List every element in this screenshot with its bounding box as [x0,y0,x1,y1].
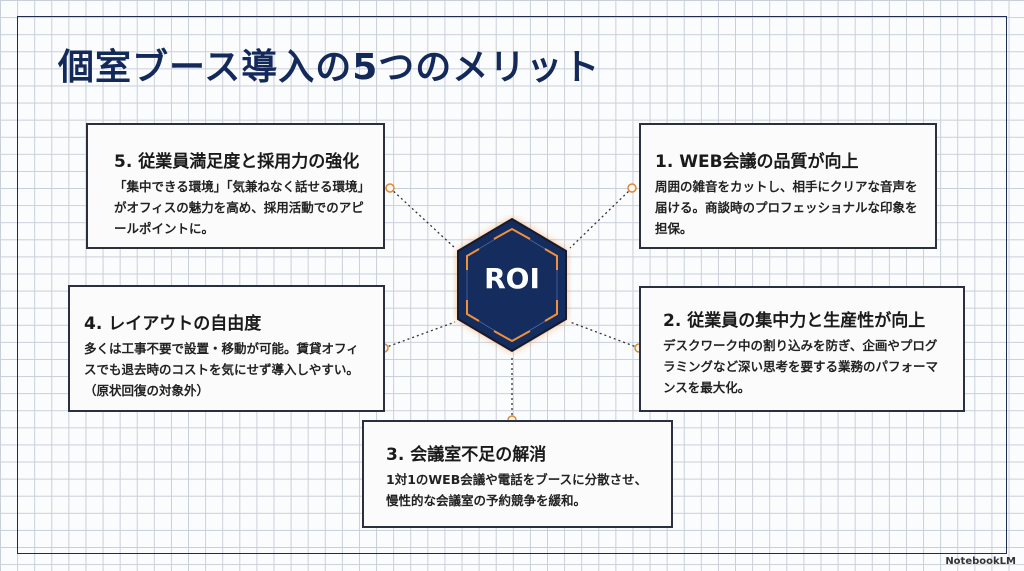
connector-2 [569,321,640,349]
connector-dot [627,183,637,193]
card-heading: 5. 従業員満足度と採用力の強化 [114,152,360,172]
card-heading: 1. WEB会議の品質が向上 [655,152,859,172]
card-body: 「集中できる環境」「気兼ねなく話せる環境」がオフィスの魅力を高め、採用活動でのア… [114,179,364,236]
connector-4 [383,321,456,349]
card-employee-satisfaction: 5. 従業員満足度と採用力の強化 「集中できる環境」「気兼ねなく話せる環境」がオ… [86,123,385,249]
card-heading: 4. レイアウトの自由度 [84,314,262,334]
slide-frame [17,16,1007,554]
connector-dot [385,183,395,193]
card-heading: 3. 会議室不足の解消 [386,445,547,465]
card-layout-freedom: 4. レイアウトの自由度 多くは工事不要で設置・移動が可能。賃貸オフィスでも退去… [68,285,385,412]
card-meeting-room-shortage: 3. 会議室不足の解消 1対1のWEB会議や電話をブースに分散させ、慢性的な会議… [362,420,673,528]
roi-hexagon [457,217,567,353]
connector-5 [389,187,456,249]
card-web-meeting-quality: 1. WEB会議の品質が向上 周囲の雑音をカットし、相手にクリアな音声を届ける。… [639,123,937,249]
card-body: 多くは工事不要で設置・移動が可能。賃貸オフィスでも退去時のコストを気にせず導入し… [84,341,359,398]
connector-1 [569,187,633,249]
notebooklm-watermark: NotebookLM [945,556,1016,567]
page-title: 個室ブース導入の5つのメリット [58,47,601,88]
card-focus-productivity: 2. 従業員の集中力と生産性が向上 デスクワーク中の割り込みを防ぎ、企画やプログ… [639,286,965,412]
card-body: 周囲の雑音をカットし、相手にクリアな音声を届ける。商談時のプロフェッショナルな印… [655,179,918,236]
card-body: デスクワーク中の割り込みを防ぎ、企画やプログラミングなど深い思考を要する業務のパ… [663,338,939,395]
roi-label: ROI [484,262,540,295]
card-body: 1対1のWEB会議や電話をブースに分散させ、慢性的な会議室の予約競争を緩和。 [386,472,648,508]
card-heading: 2. 従業員の集中力と生産性が向上 [663,311,926,331]
